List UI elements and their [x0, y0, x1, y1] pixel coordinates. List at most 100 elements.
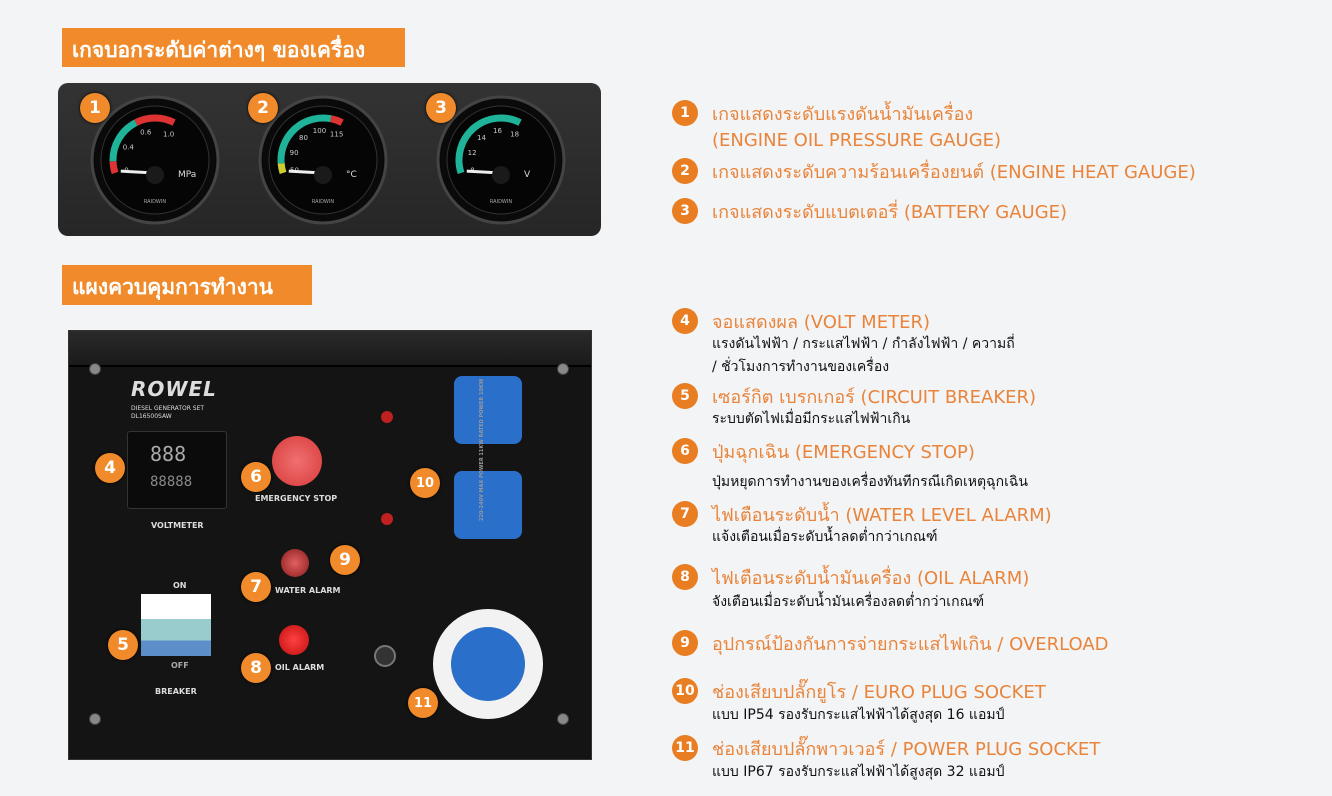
water-alarm-light: [281, 549, 309, 577]
breaker-on-label: ON: [173, 581, 187, 590]
euro-socket[interactable]: [454, 376, 522, 444]
gauge-tick-label: 16: [493, 127, 502, 135]
gauge-unit: °C: [346, 170, 357, 180]
gauge-badge: 3: [426, 93, 456, 123]
water-alarm-label: WATER ALARM: [275, 586, 341, 595]
item-title: ไฟเตือนระดับน้ำ (WATER LEVEL ALARM): [712, 505, 1052, 526]
gauge-arc: [330, 115, 344, 126]
gauge-arc: [109, 161, 119, 175]
screw: [89, 713, 101, 725]
item-badge: 11: [672, 735, 698, 761]
display-top: 888: [150, 442, 187, 466]
item-badge: 4: [672, 308, 698, 334]
item-title: เกจแสดงระดับความร้อนเครื่องยนต์ (ENGINE …: [712, 162, 1196, 183]
power-socket[interactable]: [433, 609, 543, 719]
callout-badge-8: 8: [241, 653, 271, 683]
item-title: ช่องเสียบปลั๊กพาวเวอร์ / POWER PLUG SOCK…: [712, 739, 1101, 760]
item-title-line2: (ENGINE OIL PRESSURE GAUGE): [712, 130, 1002, 151]
item-description: แจ้งเตือนเมื่อระดับน้ำลดต่ำกว่าเกณฑ์: [712, 529, 938, 545]
circuit-breaker[interactable]: [141, 594, 211, 656]
gauge-tick-label: 1.0: [163, 130, 174, 138]
callout-badge-11: 11: [408, 688, 438, 718]
item-badge: 9: [672, 630, 698, 656]
gauges-banner: เกจบอกระดับค่าต่างๆ ของเครื่อง: [62, 28, 405, 67]
model-line2: DL16500SAW: [131, 413, 172, 420]
item-description: / ชั่วโมงการทำงานของเครื่อง: [712, 359, 890, 375]
screw: [557, 363, 569, 375]
gauge-brand: RAIDWIN: [490, 199, 512, 205]
item-title: อุปกรณ์ป้องกันการจ่ายกระแสไฟเกิน / OVERL…: [712, 634, 1109, 655]
item-title: ช่องเสียบปลั๊กยูโร / EURO PLUG SOCKET: [712, 682, 1046, 703]
voltmeter-display: 888 88888: [127, 431, 227, 509]
gauge-badge: 1: [80, 93, 110, 123]
gauge-tick-label: 90: [290, 149, 299, 157]
callout-badge-6: 6: [241, 462, 271, 492]
overload-protector[interactable]: [374, 645, 396, 667]
callout-badge-10: 10: [410, 468, 440, 498]
gauge-arc: [134, 114, 176, 126]
gauge-tick-label: 14: [477, 134, 486, 142]
item-badge: 6: [672, 438, 698, 464]
gauge-unit: MPa: [178, 170, 196, 180]
oil-alarm-label: OIL ALARM: [275, 663, 325, 672]
item-description: ปุ่มหยุดการทำงานของเครื่องทันทีกรณีเกิดเ…: [712, 474, 1028, 490]
item-title: เกจแสดงระดับแบตเตอรี่ (BATTERY GAUGE): [712, 202, 1068, 223]
gauge-panel: 00.40.61.0MPaRAIDWIN1509080100115°CRAIDW…: [58, 83, 601, 236]
power-socket-cap: [451, 627, 525, 701]
item-title: เซอร์กิต เบรกเกอร์ (CIRCUIT BREAKER): [712, 387, 1037, 408]
callout-badge-4: 4: [95, 453, 125, 483]
power-rating-text: 220-240V MAX POWER 11KW RATED POWER 10KW: [479, 378, 485, 521]
gauge-arc: [277, 114, 332, 164]
gauge-badge: 2: [248, 93, 278, 123]
callout-badge-7: 7: [241, 572, 271, 602]
panel-lip: [69, 331, 591, 367]
control-panel: ROWEL DIESEL GENERATOR SET DL16500SAW 88…: [68, 330, 592, 760]
breaker-label: BREAKER: [155, 687, 197, 696]
gauge-tick-label: 80: [299, 134, 308, 142]
item-badge: 2: [672, 158, 698, 184]
emergency-stop-label: EMERGENCY STOP: [255, 494, 338, 503]
display-bottom: 88888: [150, 474, 193, 490]
voltmeter-label: VOLTMETER: [151, 521, 204, 530]
euro-socket[interactable]: [454, 471, 522, 539]
screw: [89, 363, 101, 375]
gauge-tick-label: 18: [510, 130, 519, 138]
item-badge: 10: [672, 678, 698, 704]
item-title: จอแสดงผล (VOLT METER): [712, 312, 930, 333]
item-title: ไฟเตือนระดับน้ำมันเครื่อง (OIL ALARM): [712, 568, 1030, 589]
gauge-3: 812141618VRAIDWIN3: [426, 93, 566, 225]
breaker-off-label: OFF: [171, 661, 189, 670]
item-description: แบบ IP67 รองรับกระแสไฟฟ้าได้สูงสุด 32 แอ…: [712, 764, 1005, 780]
gauge-tick-label: 12: [468, 149, 477, 157]
indicator-light: [381, 513, 393, 525]
gauge-unit: V: [524, 170, 531, 180]
emergency-stop-button[interactable]: [272, 436, 322, 486]
item-badge: 5: [672, 383, 698, 409]
brand-logo: ROWEL: [131, 377, 217, 401]
callout-badge-9: 9: [330, 545, 360, 575]
item-description: แบบ IP54 รองรับกระแสไฟฟ้าได้สูงสุด 16 แอ…: [712, 707, 1005, 723]
item-title: ปุ่มฉุกเฉิน (EMERGENCY STOP): [712, 442, 975, 463]
indicator-light: [381, 411, 393, 423]
item-badge: 8: [672, 564, 698, 590]
item-description: แรงดันไฟฟ้า / กระแสไฟฟ้า / กำลังไฟฟ้า / …: [712, 336, 1015, 352]
item-badge: 3: [672, 198, 698, 224]
gauge-tick-label: 0.6: [140, 128, 152, 136]
control-panel-banner: แผงควบคุมการทำงาน: [62, 265, 312, 305]
item-title: เกจแสดงระดับแรงดันน้ำมันเครื่อง: [712, 104, 974, 125]
screw: [557, 713, 569, 725]
item-badge: 1: [672, 100, 698, 126]
item-badge: 7: [672, 501, 698, 527]
gauge-arc: [277, 162, 287, 175]
gauge-brand: RAIDWIN: [312, 199, 334, 205]
gauge-tick-label: 100: [313, 127, 326, 135]
model-line1: DIESEL GENERATOR SET: [131, 405, 205, 412]
oil-alarm-light: [279, 625, 309, 655]
gauge-brand: RAIDWIN: [144, 199, 166, 205]
callout-badge-5: 5: [108, 630, 138, 660]
gauge-tick-label: 0.4: [123, 143, 135, 151]
item-description: ระบบตัดไฟเมื่อมีกระแสไฟฟ้าเกิน: [712, 411, 911, 427]
gauge-arc: [455, 114, 522, 175]
